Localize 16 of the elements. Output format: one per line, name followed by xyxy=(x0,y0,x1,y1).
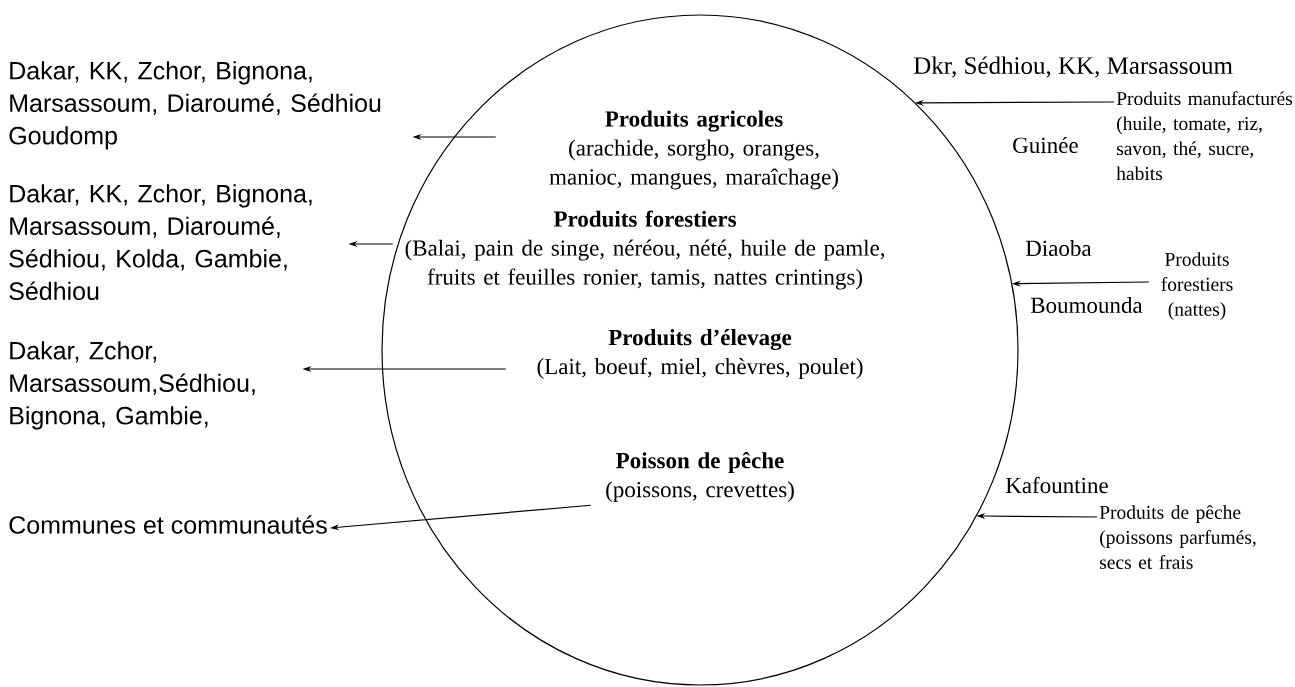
destination-text: Communes et communautés xyxy=(9,515,327,534)
source-text: Produits forestiers (nattes) xyxy=(1161,252,1233,320)
place-label: Dkr, Sédhiou, KK, Marsassoum xyxy=(913,56,1233,78)
place-label: Boumounda xyxy=(1030,296,1143,314)
place-label: Kafountine xyxy=(1005,476,1108,494)
destination-text: Dakar, KK, Zchor, Bignona, Marsassoum, Diaroumé, Sédhiou Goudomp xyxy=(9,61,381,150)
category-text: Poisson de pêche (poissons, crevettes) xyxy=(606,451,794,503)
source-text: Produits manufacturés (huile, tomate, riz, savon, thé, sucre, habits xyxy=(1116,91,1293,181)
category-text: Produits d’élevage (Lait, boeuf, miel, chèvres, poulet) xyxy=(537,329,863,379)
category-text: Produits forestiers (Balai, pain de singe, néréou, nété, huile de pamle, fruits et feuilles ronier, tamis, nattes crintings) xyxy=(405,210,885,290)
destination-text: Dakar, Zchor, Marsassoum,Sédhiou, Bignona, Gambie, xyxy=(10,341,255,430)
category-text: Produits agricoles (arachide, sorgho, oranges, manioc, mangues, maraîchage) xyxy=(549,110,838,190)
destination-text: Dakar, KK, Zchor, Bignona, Marsassoum, Diaroumé, Sédhiou, Kolda, Gambie, Sédhiou xyxy=(9,184,312,301)
place-label: Diaoba xyxy=(1025,239,1092,257)
source-text: Produits de pêche (poissons parfumés, secs et frais xyxy=(1099,505,1256,569)
place-label: Guinée xyxy=(1013,136,1078,154)
